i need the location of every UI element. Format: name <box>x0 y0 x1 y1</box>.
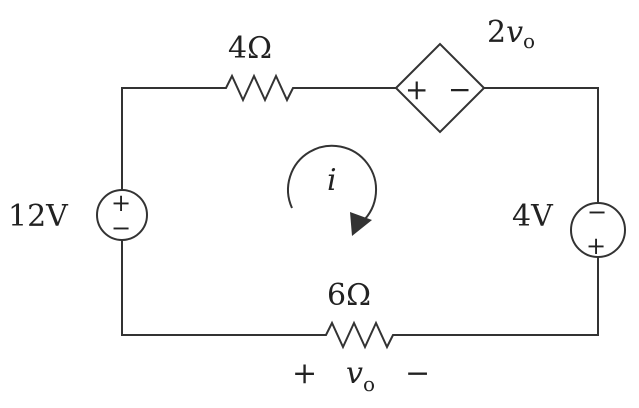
source-4v-label: 4V <box>512 199 554 234</box>
resistor-4ohm-label: 4Ω <box>228 31 272 66</box>
dep-source-plus: + <box>405 73 428 106</box>
vo-label: vo <box>346 356 375 396</box>
dependent-voltage-source: + − <box>394 42 486 134</box>
vo-minus: − <box>405 356 430 391</box>
resistor-4ohm <box>215 73 305 103</box>
voltage-source-12v: + − <box>96 189 148 242</box>
source-4v-minus: − <box>587 198 607 226</box>
source-4v-plus: + <box>586 232 606 260</box>
voltage-source-4v: − + <box>570 198 626 260</box>
loop-current-label: i <box>327 163 337 198</box>
vo-plus: + <box>292 356 317 391</box>
dep-source-label: 2vo <box>487 15 535 53</box>
dep-source-minus: − <box>448 73 471 106</box>
source-12v-plus: + <box>111 189 131 217</box>
wires <box>121 87 599 336</box>
loop-current-arrow-icon <box>287 144 377 236</box>
source-12v-label: 12V <box>8 199 69 234</box>
source-12v-minus: − <box>111 214 131 242</box>
resistor-6ohm <box>315 320 400 350</box>
resistor-6ohm-label: 6Ω <box>327 278 371 313</box>
